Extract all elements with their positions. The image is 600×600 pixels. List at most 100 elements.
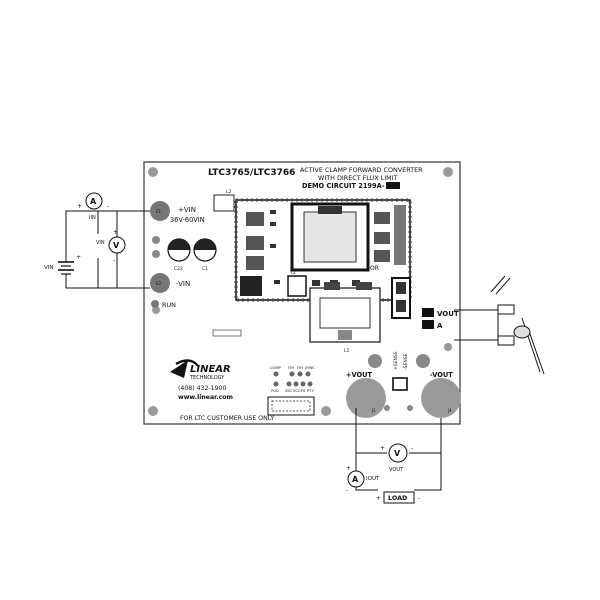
vout-meter-label: VOUT: [389, 467, 404, 473]
mosfet-q6: [374, 250, 390, 262]
vin-meter-minus: -: [113, 257, 115, 264]
iin-label: IIN: [89, 215, 96, 221]
mounting-hole-top-left: [148, 167, 158, 177]
company-phone: (408) 432-1900: [178, 385, 226, 392]
iin-plus: +: [77, 203, 82, 210]
logo-text-linear: LINEAR: [190, 364, 231, 375]
inductor-l1: [309, 282, 381, 343]
vout-minus-label: -VOUT: [430, 371, 453, 379]
vin-source-plus: +: [76, 254, 81, 261]
sense-minus-label: -SENSE: [403, 353, 409, 370]
vout-minus-terminal[interactable]: [421, 378, 461, 418]
iout-meter-symbol: A: [352, 475, 359, 484]
iout-plus: +: [346, 465, 351, 472]
tp-fs: FS: [301, 389, 306, 393]
tp-pgd: PGD: [271, 389, 279, 393]
label-j4: J4: [447, 408, 452, 413]
tp-ith-2: ITH: [297, 366, 303, 370]
scope-probe: [454, 275, 545, 375]
iout-label: IOUT: [366, 476, 380, 482]
vout-meter-plus: +: [380, 445, 385, 452]
power-stage-area: OR T2: [234, 198, 412, 302]
board-footer: FOR LTC CUSTOMER USE ONLY: [180, 415, 274, 422]
tp-ith: ITH: [288, 366, 294, 370]
driver-ic: [240, 276, 262, 296]
sense-minus-terminal[interactable]: [416, 354, 430, 368]
run-terminal[interactable]: [151, 300, 159, 308]
vin-meter-plus: +: [113, 229, 118, 236]
mounting-hole-bottom-left: [148, 406, 158, 416]
board-title-part: LTC3765/LTC3766: [208, 168, 295, 178]
vin-minus-id: E2: [156, 281, 162, 286]
vout-meter-minus: -: [411, 445, 413, 452]
tp-vcc: VCC: [293, 389, 301, 393]
a-tag: A: [437, 322, 443, 330]
board-title-line-3: WITH DIRECT FLUX LIMIT: [318, 174, 397, 182]
iout-minus: -: [346, 487, 348, 494]
iout-ammeter: [347, 470, 365, 488]
vout-voltmeter: [388, 443, 408, 463]
board-title-line-4: DEMO CIRCUIT 2199A-: [302, 182, 385, 190]
tp-sync: SYNC: [305, 366, 315, 370]
sense-plus-terminal[interactable]: [368, 354, 382, 368]
mounting-hole-top-right: [443, 167, 453, 177]
mounting-hole-bottom-mid: [321, 406, 331, 416]
output-cap-bank: [394, 205, 406, 265]
output-jumper: [392, 377, 408, 391]
vin-range-label: 36V-60VIN: [170, 216, 205, 224]
linear-technology-logo: LINEAR TECHNOLOGY: [170, 359, 231, 381]
iin-meter-symbol: A: [90, 197, 97, 206]
label-c22: C22: [174, 266, 183, 272]
label-l2: L2: [226, 189, 232, 195]
input-capacitor-c22: [167, 238, 191, 262]
mosfet-q2: [246, 236, 264, 250]
label-j1: J1: [371, 408, 376, 413]
inductor-l2: [213, 194, 235, 212]
external-wiring: [65, 210, 442, 491]
vout-plus-label: +VOUT: [346, 371, 372, 379]
mosfet-q3: [246, 256, 264, 270]
mounting-hole-mid-right: [444, 343, 452, 351]
vout-tag-box: [422, 308, 434, 317]
mosfet-q5: [374, 232, 390, 244]
tp-pt: PT+: [307, 389, 314, 393]
iin-minus: -: [107, 203, 109, 210]
load-plus: +: [376, 495, 381, 502]
test-points: [273, 371, 313, 387]
vout-plus-terminal[interactable]: [346, 378, 386, 418]
vin-minus-terminal[interactable]: [150, 273, 170, 293]
vin-source-label: VIN: [44, 265, 54, 271]
label-l1: L1: [344, 348, 350, 354]
vin-meter-label: VIN: [96, 240, 105, 246]
mounting-hole-mid-left: [152, 306, 160, 314]
vin-power-source: [58, 261, 74, 275]
a-tag-box: [422, 320, 434, 329]
mosfet-q4: [374, 212, 390, 224]
run-label: RUN: [162, 301, 176, 309]
input-capacitor-c1: [193, 238, 217, 262]
vin-plus-terminal[interactable]: [150, 201, 170, 221]
tp-comp: COMP: [270, 366, 281, 370]
iin-ammeter: [85, 192, 103, 210]
label-or: OR: [370, 265, 379, 272]
vin-meter-symbol: V: [113, 241, 120, 250]
label-c1: C1: [202, 266, 208, 272]
logo-text-technology: TECHNOLOGY: [189, 375, 225, 381]
demo-suffix-box: [386, 182, 400, 189]
vin-plus-id: E1: [156, 209, 162, 214]
load-box: [383, 491, 415, 504]
load-minus: -: [418, 495, 420, 502]
vout-meter-symbol: V: [394, 449, 401, 458]
transformer-t2: [287, 275, 307, 297]
load-label: LOAD: [388, 494, 407, 502]
board-title-line-2: ACTIVE CLAMP FORWARD CONVERTER: [300, 166, 423, 174]
test-point-header: [267, 396, 315, 416]
label-t2: T2: [289, 270, 296, 276]
company-web: www.linear.com: [178, 394, 233, 401]
sense-plus-label: +SENSE: [393, 351, 399, 370]
tp-ssc: SSC: [285, 389, 293, 393]
vout-tag: VOUT: [437, 310, 459, 318]
vin-minus-label: -VIN: [176, 280, 190, 288]
vin-plus-label: +VIN: [178, 206, 196, 214]
